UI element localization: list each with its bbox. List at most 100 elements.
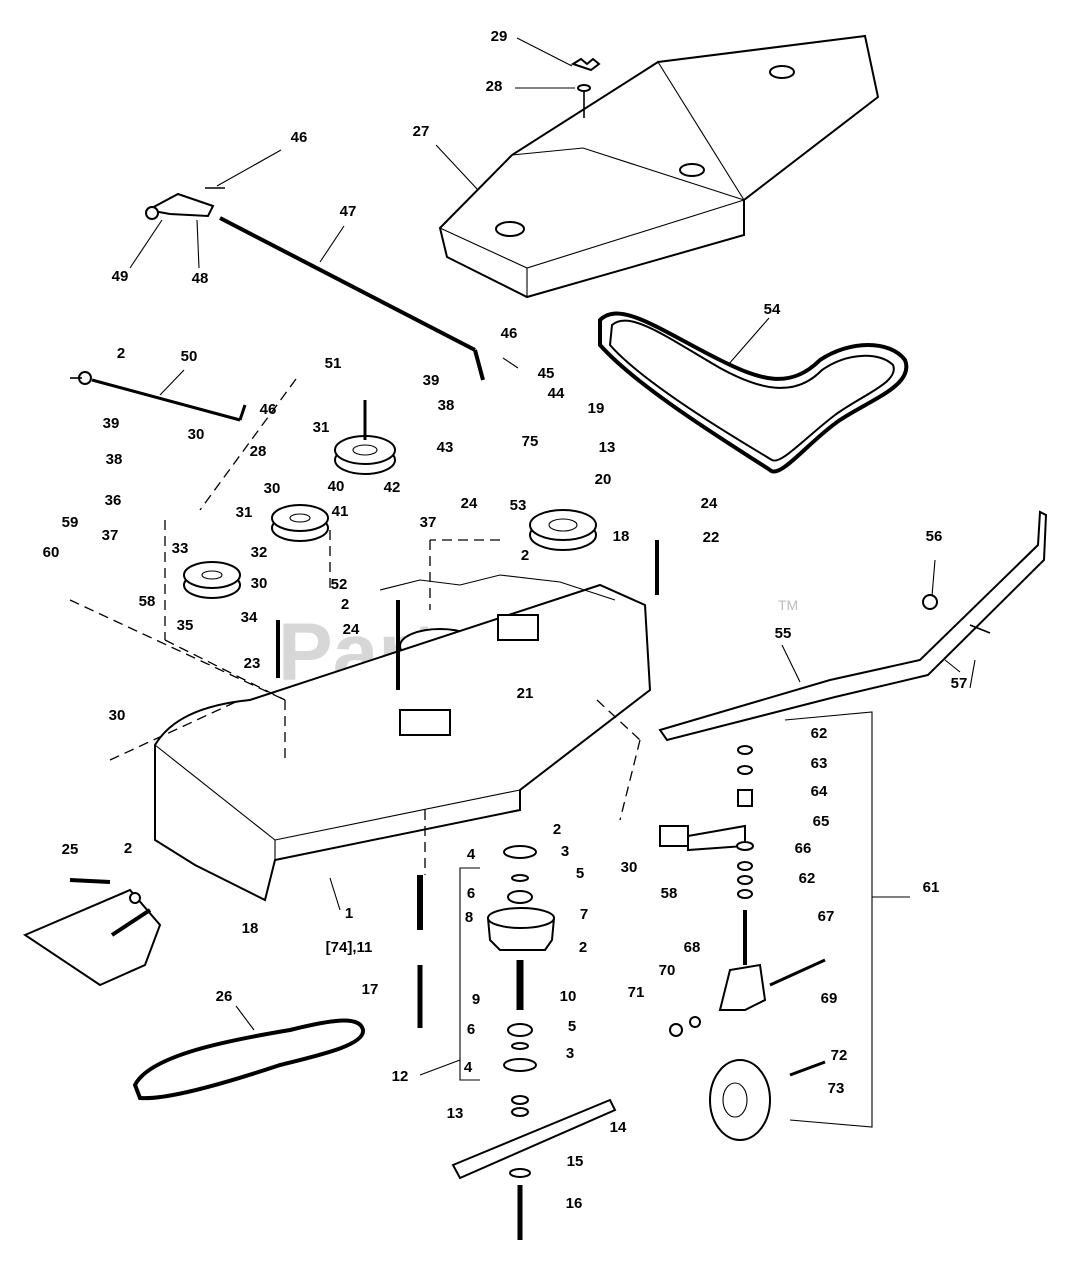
mower-deck-housing [154, 574, 652, 911]
part-label-l21: 21 [517, 685, 534, 702]
part-label-l30a: 30 [188, 426, 205, 443]
tension-rod [70, 369, 247, 422]
part-label-l43: 43 [437, 439, 454, 456]
part-label-l39b: 39 [103, 415, 120, 432]
part-label-l62a: 62 [811, 725, 828, 742]
part-label-l45: 45 [538, 365, 555, 382]
bolt-set [276, 540, 659, 1028]
part-label-l25: 25 [62, 841, 79, 858]
part-label-l33: 33 [172, 540, 189, 557]
part-label-l37a: 37 [420, 514, 437, 531]
part-label-l31b: 31 [236, 504, 253, 521]
part-label-l2d: 2 [553, 821, 561, 838]
part-label-l57: 57 [951, 675, 968, 692]
part-label-l56: 56 [926, 528, 943, 545]
part-label-l70: 70 [659, 962, 676, 979]
part-label-l27: 27 [413, 123, 430, 140]
part-label-l3a: 3 [561, 843, 569, 860]
part-label-l72: 72 [831, 1047, 848, 1064]
part-label-l4b: 4 [464, 1059, 473, 1076]
part-label-l60: 60 [43, 544, 60, 561]
trademark-mark: TM [778, 597, 798, 613]
blade-spindle-assembly [419, 845, 617, 1240]
part-label-l5b: 5 [568, 1018, 576, 1035]
part-label-l71: 71 [628, 984, 645, 1001]
part-label-l10: 10 [560, 988, 577, 1005]
part-label-l2f: 2 [579, 939, 587, 956]
part-label-l29: 29 [491, 28, 508, 45]
part-label-l17: 17 [362, 981, 379, 998]
part-label-l5a: 5 [576, 865, 584, 882]
part-label-l32: 32 [251, 544, 268, 561]
part-label-l24b: 24 [701, 495, 718, 512]
part-label-l59: 59 [62, 514, 79, 531]
part-label-l67: 67 [818, 908, 835, 925]
front-bumper-bar [658, 510, 1048, 742]
part-label-l31a: 31 [313, 419, 330, 436]
part-label-l8: 8 [465, 909, 473, 926]
part-label-l64: 64 [811, 783, 828, 800]
part-label-l24a: 24 [461, 495, 478, 512]
part-label-l73: 73 [828, 1080, 845, 1097]
part-label-l44: 44 [548, 385, 565, 402]
part-label-l62b: 62 [799, 870, 816, 887]
part-label-l46c: 46 [260, 401, 277, 418]
part-label-l7: 7 [580, 906, 588, 923]
wing-nut [515, 37, 601, 118]
deck-cover-shield [438, 34, 880, 299]
part-label-l14: 14 [610, 1119, 627, 1136]
part-label-l38b: 38 [106, 451, 123, 468]
discharge-chute [22, 878, 162, 987]
spindle-pulley-right [529, 509, 597, 551]
part-label-l53: 53 [510, 497, 527, 514]
part-label-l37b: 37 [102, 527, 119, 544]
part-label-l26: 26 [216, 988, 233, 1005]
part-label-l28b: 28 [250, 443, 267, 460]
part-label-l18a: 18 [613, 528, 630, 545]
part-label-l58b: 58 [661, 885, 678, 902]
part-label-l30d: 30 [109, 707, 126, 724]
part-label-l2c: 2 [341, 596, 349, 613]
part-label-l30e: 30 [621, 859, 638, 876]
part-label-l61: 61 [923, 879, 940, 896]
idler-pulley-middle [271, 504, 329, 542]
part-label-l46b: 46 [501, 325, 518, 342]
part-label-l55: 55 [775, 625, 792, 642]
part-label-l12: 12 [392, 1068, 409, 1085]
idler-pulley-top [334, 400, 396, 475]
part-label-l2b: 2 [521, 547, 529, 564]
part-label-l24c: 24 [343, 621, 360, 638]
part-label-l6b: 6 [467, 1021, 475, 1038]
part-label-l35: 35 [177, 617, 194, 634]
part-label-l58a: 58 [139, 593, 156, 610]
caster-wheel-assembly [659, 711, 910, 1141]
part-label-l49: 49 [112, 268, 129, 285]
part-label-l23: 23 [244, 655, 261, 672]
part-label-l69: 69 [821, 990, 838, 1007]
part-label-l20: 20 [595, 471, 612, 488]
part-label-l39a: 39 [423, 372, 440, 389]
part-label-l6a: 6 [467, 885, 475, 902]
drive-belt [598, 311, 909, 474]
part-label-l50: 50 [181, 348, 198, 365]
part-label-l42: 42 [384, 479, 401, 496]
part-label-l30b: 30 [264, 480, 281, 497]
part-label-l63: 63 [811, 755, 828, 772]
part-label-l75: 75 [522, 433, 539, 450]
part-label-l52: 52 [331, 576, 348, 593]
part-label-l1: 1 [345, 905, 353, 922]
part-label-l34: 34 [241, 609, 258, 626]
part-label-l38a: 38 [438, 397, 455, 414]
part-label-l68: 68 [684, 939, 701, 956]
idler-pulley-left [183, 561, 241, 599]
part-label-l13a: 13 [599, 439, 616, 456]
part-label-l46a: 46 [291, 129, 308, 146]
part-label-l2e: 2 [124, 840, 132, 857]
part-label-l30c: 30 [251, 575, 268, 592]
part-label-l47: 47 [340, 203, 357, 220]
part-label-l51: 51 [325, 355, 342, 372]
part-label-l28a: 28 [486, 78, 503, 95]
part-label-l41: 41 [332, 503, 349, 520]
part-label-l48: 48 [192, 270, 209, 287]
